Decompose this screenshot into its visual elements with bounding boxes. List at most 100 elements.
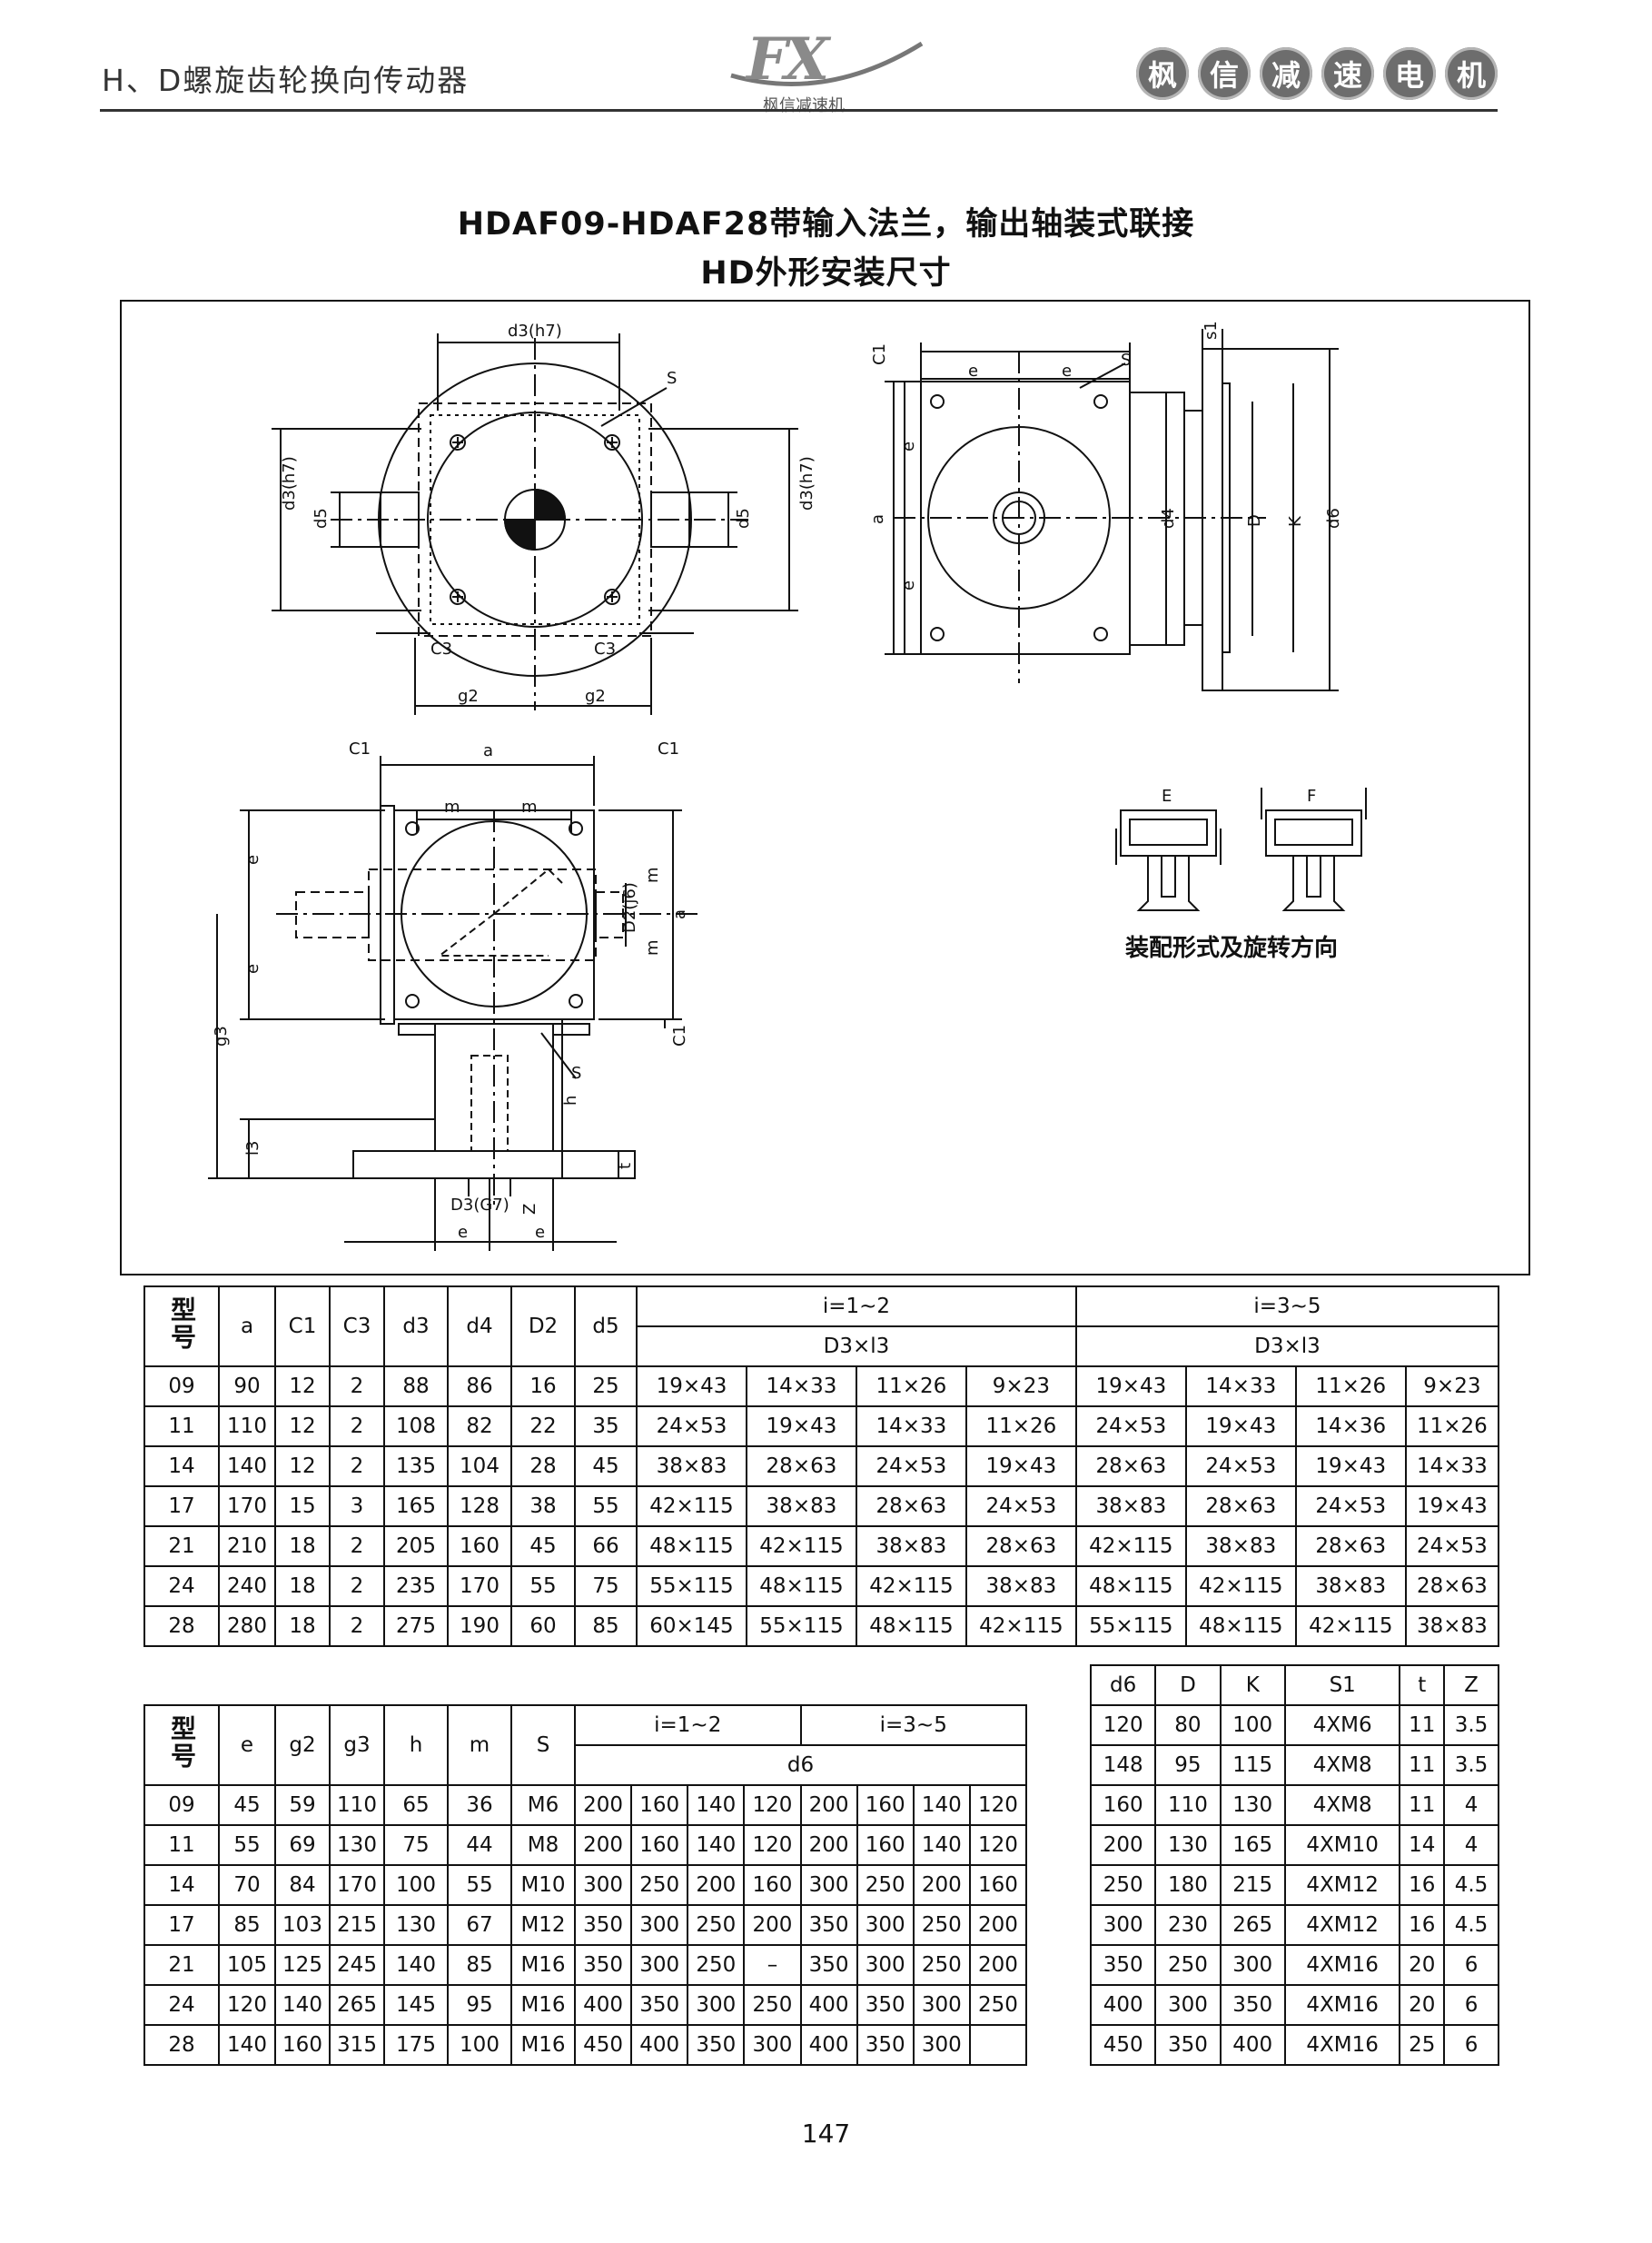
table-header: t [1399, 1664, 1446, 1706]
table-cell: 4XM16 [1283, 1984, 1401, 2026]
table-cell: 25 [574, 1365, 638, 1407]
table-cell: 400 [1089, 1984, 1157, 2026]
page-number: 147 [801, 2119, 851, 2149]
table-cell: 48×115 [1074, 1565, 1187, 1607]
table-cell: 2 [329, 1405, 385, 1447]
table-cell: 6 [1443, 1944, 1499, 1986]
table-cell: 125 [274, 1944, 331, 1986]
table-cell: 38×83 [1404, 1605, 1500, 1647]
svg-text:S: S [571, 1064, 581, 1083]
table-cell: 9×23 [1404, 1365, 1500, 1407]
table-cell: 250 [1089, 1864, 1157, 1906]
svg-text:d4: d4 [1159, 508, 1178, 529]
ratio-group-header: i=3~5 [1074, 1285, 1500, 1327]
table-cell: 85 [574, 1605, 638, 1647]
table-cell: 14×33 [745, 1365, 857, 1407]
table-cell: 24×53 [964, 1485, 1077, 1527]
table-cell: 130 [1154, 1824, 1222, 1866]
table-cell: 128 [447, 1485, 512, 1527]
table-cell: 42×115 [1294, 1605, 1407, 1647]
table-cell: 3.5 [1443, 1704, 1499, 1746]
svg-text:D: D [1245, 514, 1264, 527]
ratio-group-header: i=1~2 [636, 1285, 1077, 1327]
svg-text:g3: g3 [212, 1026, 231, 1047]
front-view [272, 333, 798, 715]
table-cell: 175 [383, 2024, 449, 2066]
table-cell: 19×43 [1074, 1365, 1187, 1407]
table-cell: – [743, 1944, 802, 1986]
logo-mark: FX [747, 25, 829, 94]
table-header: a [218, 1285, 276, 1367]
svg-text:e: e [243, 855, 262, 865]
table-cell: 190 [447, 1605, 512, 1647]
table-cell: 42×115 [964, 1605, 1077, 1647]
table-cell: 24×53 [1404, 1525, 1500, 1567]
table-cell: 16 [510, 1365, 576, 1407]
table-cell: 3.5 [1443, 1744, 1499, 1786]
table-cell: 60×145 [636, 1605, 747, 1647]
table-cell: 200 [912, 1864, 971, 1906]
svg-text:a: a [483, 741, 493, 760]
logo-subtitle: 枫信减速机 [763, 96, 845, 115]
table-cell: 16 [1399, 1904, 1446, 1946]
table-cell: 38×83 [636, 1445, 747, 1487]
table-subheader: D3×l3 [1074, 1325, 1500, 1367]
table-cell: 11×26 [964, 1405, 1077, 1447]
table-cell: 240 [218, 1565, 276, 1607]
table-cell: 140 [383, 1944, 449, 1986]
assembly-caption: 装配形式及旋转方向 [1125, 934, 1338, 962]
side-view [885, 329, 1339, 691]
table-cell: 265 [329, 1984, 385, 2026]
svg-text:D3(G7): D3(G7) [450, 1196, 509, 1215]
table-cell: 250 [912, 1944, 971, 1986]
table-cell: 20 [1399, 1984, 1446, 2026]
table-cell: 120 [743, 1824, 802, 1866]
table-cell: 300 [630, 1904, 689, 1946]
table-cell: 160 [630, 1784, 689, 1826]
svg-text:C3: C3 [430, 640, 452, 659]
table-cell: 250 [1154, 1944, 1222, 1986]
svg-text:d3(h7): d3(h7) [508, 322, 562, 341]
table-cell: 18 [274, 1605, 331, 1647]
svg-text:d6: d6 [1324, 508, 1343, 529]
table-cell: M10 [510, 1864, 576, 1906]
table-cell: 14 [143, 1864, 220, 1906]
table-cell: 140 [274, 1984, 331, 2026]
table-cell: 42×115 [1074, 1525, 1187, 1567]
table-cell: 300 [799, 1864, 858, 1906]
svg-text:m: m [521, 798, 538, 817]
table-cell: 24×53 [1074, 1405, 1187, 1447]
table-cell: 300 [912, 1984, 971, 2026]
table-cell: 315 [329, 2024, 385, 2066]
svg-text:d5: d5 [734, 508, 753, 529]
svg-text:C3: C3 [594, 640, 616, 659]
table-cell: 120 [743, 1784, 802, 1826]
table-cell: M12 [510, 1904, 576, 1946]
table-cell: 165 [383, 1485, 449, 1527]
table-cell: 250 [687, 1944, 746, 1986]
table-cell: 350 [573, 1904, 633, 1946]
table-cell: 350 [799, 1904, 858, 1946]
svg-text:a: a [670, 909, 689, 919]
table-cell: 67 [447, 1904, 512, 1946]
table-cell: 350 [856, 1984, 915, 2026]
table-cell: 160 [968, 1864, 1028, 1906]
table-cell: 104 [447, 1445, 512, 1487]
table-header: C3 [329, 1285, 385, 1367]
table-cell: 69 [274, 1824, 331, 1866]
table-cell: 20 [1399, 1944, 1446, 1986]
table-cell: 19×43 [636, 1365, 747, 1407]
table-cell: M16 [510, 2024, 576, 2066]
table-cell: 48×115 [855, 1605, 967, 1647]
table-cell: 24×53 [1294, 1485, 1407, 1527]
table-cell: 100 [447, 2024, 512, 2066]
table-cell: 120 [1089, 1704, 1157, 1746]
table-header: d5 [574, 1285, 638, 1367]
table-cell: 180 [1154, 1864, 1222, 1906]
table-cell [968, 2024, 1028, 2066]
table-cell: 15 [274, 1485, 331, 1527]
table-cell: 09 [143, 1365, 220, 1407]
